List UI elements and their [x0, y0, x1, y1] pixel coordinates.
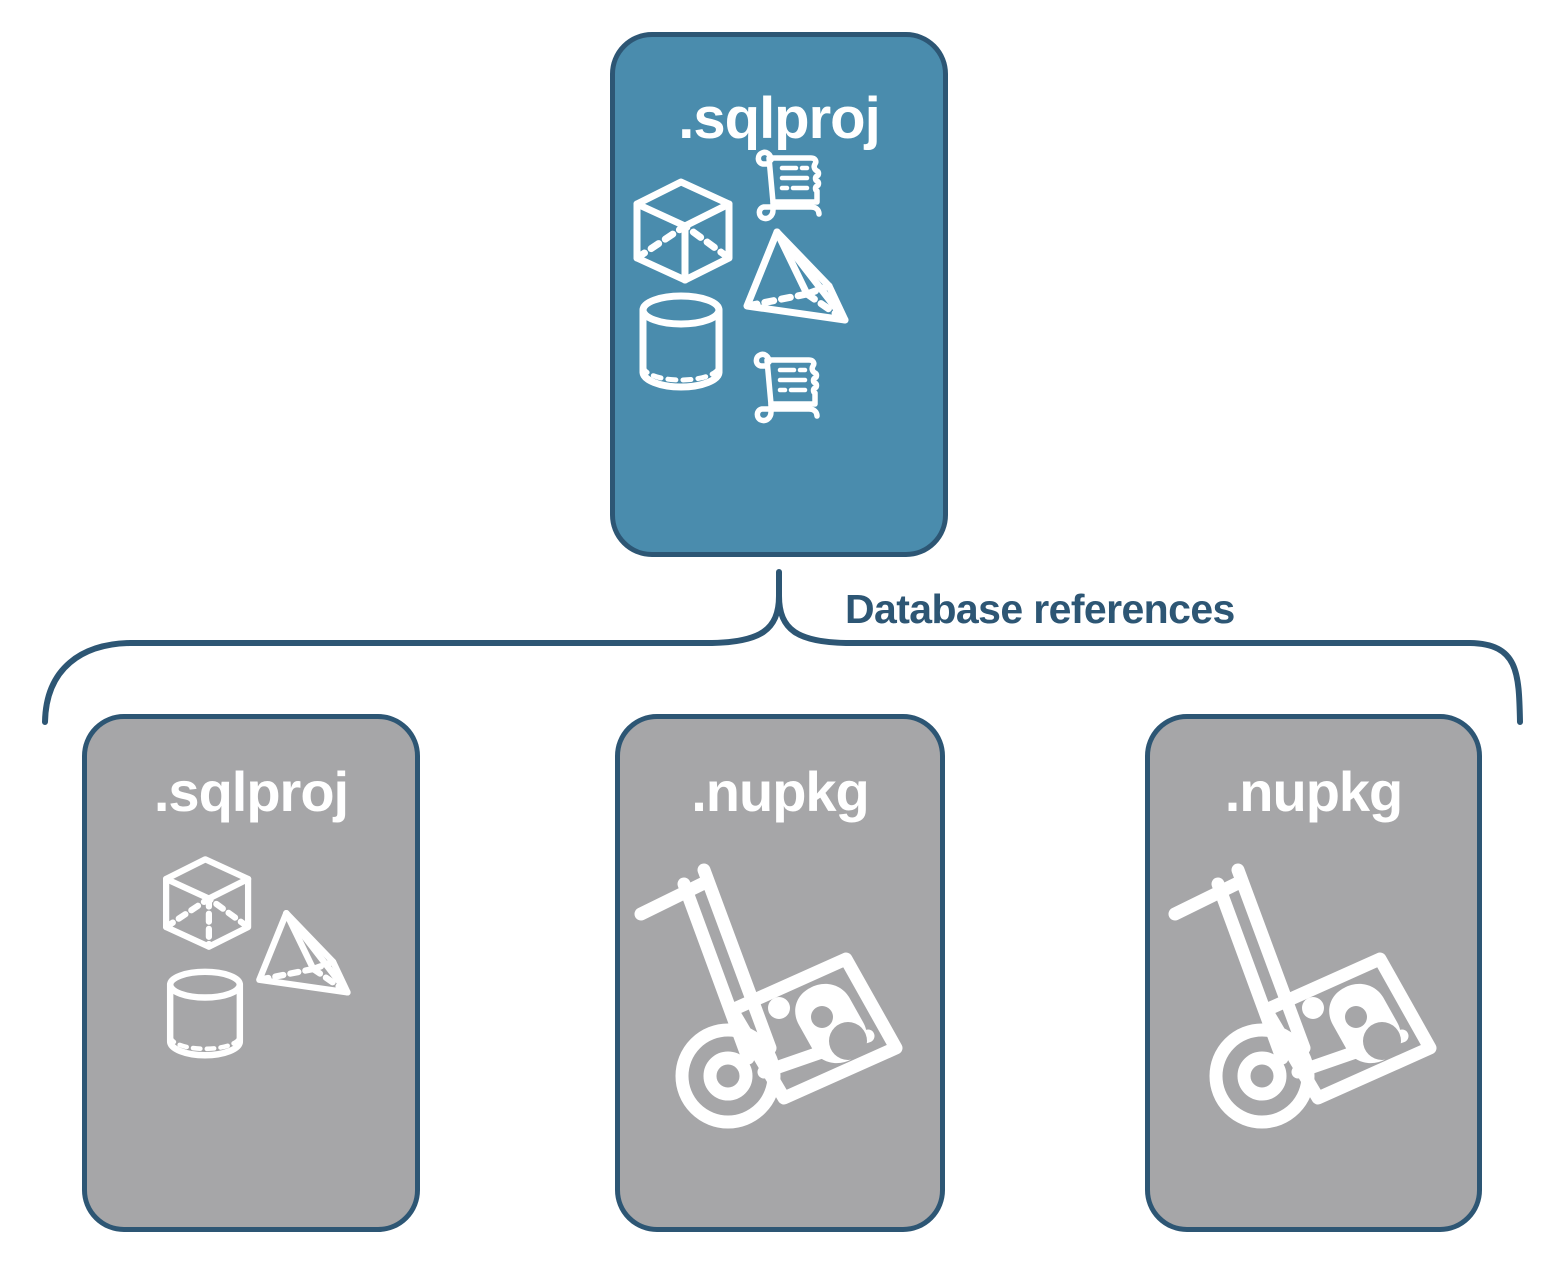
node-nupkg-1[interactable]: .nupkg [615, 714, 945, 1232]
pyramid-icon [256, 910, 351, 996]
pyramid-icon [743, 228, 849, 324]
cube-icon [633, 178, 733, 284]
node-sqlproj-reference[interactable]: .sqlproj [82, 714, 420, 1232]
nuget-hand-truck-icon [634, 863, 903, 1129]
node-artwork-sqlproj-primary [615, 149, 943, 552]
connector-label-database-references: Database references [845, 586, 1235, 632]
cylinder-icon [166, 968, 244, 1059]
node-sqlproj-primary[interactable]: .sqlproj [610, 32, 948, 557]
node-artwork-nupkg-2 [1150, 824, 1477, 1227]
node-title-nupkg-1: .nupkg [691, 760, 870, 823]
nuget-hand-truck-icon [1168, 863, 1437, 1129]
node-artwork-nupkg-1 [620, 824, 940, 1227]
cube-icon [163, 856, 252, 950]
node-title-sqlproj-primary: .sqlproj [678, 86, 880, 151]
node-title-sqlproj-reference: .sqlproj [153, 760, 349, 823]
script-scroll-icon [753, 351, 820, 424]
cylinder-icon [639, 292, 723, 391]
script-scroll-icon [755, 149, 822, 222]
node-artwork-sqlproj-reference [87, 824, 415, 1227]
node-title-nupkg-2: .nupkg [1224, 760, 1404, 823]
node-nupkg-2[interactable]: .nupkg [1145, 714, 1482, 1232]
